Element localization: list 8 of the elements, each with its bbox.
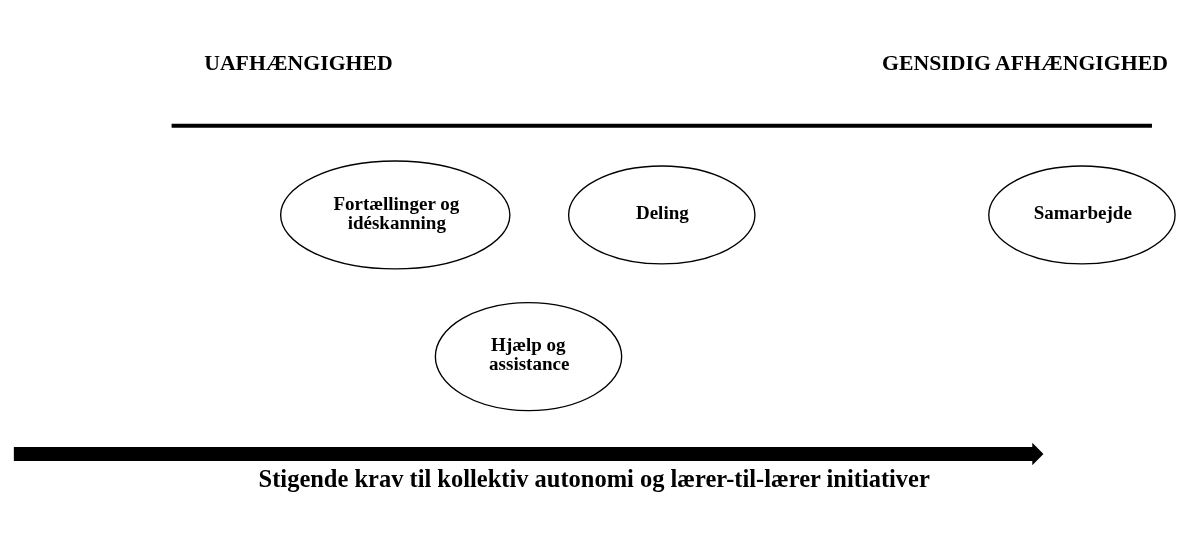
label: GENSIDIG AFHÆNGIGHED — [882, 50, 1168, 75]
node-ellipse: Deling — [567, 164, 756, 265]
node-ellipse: Fortællinger og idéskanning — [279, 159, 511, 270]
caption: Stigende krav til kollektiv autonomi og lærer-til-lærer initiativer — [258, 464, 930, 492]
node-ellipse: Hjælp og assistance — [434, 301, 623, 411]
label: UAFHÆNGIGHED — [204, 50, 393, 75]
node-arrow — [13, 442, 1044, 465]
node-ellipse: Samarbejde — [988, 164, 1176, 265]
